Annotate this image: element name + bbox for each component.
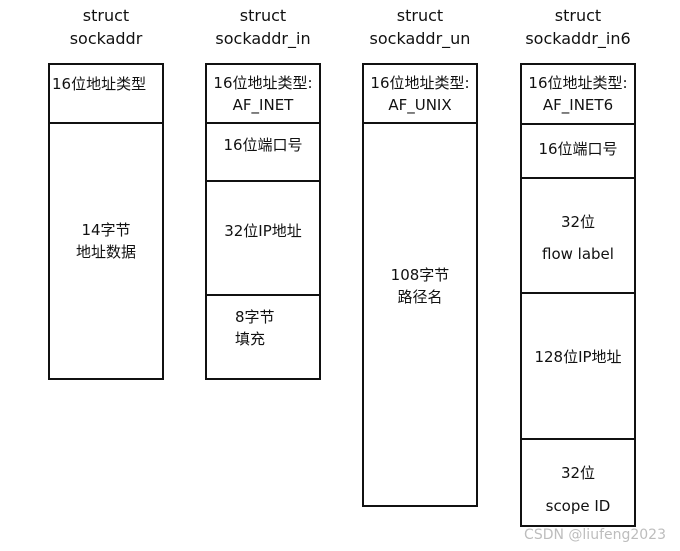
field-line2: AF_UNIX (388, 96, 452, 114)
field-line1: 32位 (560, 464, 596, 482)
field-ip-address: 128位IP地址 (522, 292, 634, 438)
title-line1: struct (396, 6, 444, 25)
field-port: 16位端口号 (522, 123, 634, 177)
field-path-name: 108字节 路径名 (364, 122, 476, 505)
title-line2: sockaddr_un (369, 29, 471, 48)
field-line2: 地址数据 (75, 243, 136, 261)
field-line1: 16位地址类型 (52, 75, 147, 93)
field-line1: 8字节 (235, 308, 275, 326)
field-line1: 14字节 (81, 221, 131, 239)
field-line1: 128位IP地址 (534, 348, 622, 366)
title-sockaddr: struct sockaddr (48, 4, 164, 50)
field-line1: 16位端口号 (538, 140, 618, 158)
title-sockaddr-un: struct sockaddr_un (362, 4, 478, 50)
field-scope-id: 32位 scope ID (522, 438, 634, 525)
title-line1: struct (239, 6, 287, 25)
struct-sockaddr-box: 16位地址类型 14字节 地址数据 (48, 63, 164, 380)
watermark: CSDN @liufeng2023 (524, 527, 666, 543)
field-line1: 16位地址类型: (213, 74, 313, 92)
field-line1: 108字节 (390, 266, 450, 284)
struct-sockaddr-un-box: 16位地址类型: AF_UNIX 108字节 路径名 (362, 63, 478, 507)
title-sockaddr-in: struct sockaddr_in (205, 4, 321, 50)
title-sockaddr-in6: struct sockaddr_in6 (520, 4, 636, 50)
field-address-data: 14字节 地址数据 (50, 122, 162, 378)
field-line1: 16位端口号 (223, 136, 303, 154)
field-address-family: 16位地址类型: AF_INET (207, 65, 319, 122)
title-line2: sockaddr (69, 29, 143, 48)
title-line1: struct (82, 6, 130, 25)
struct-sockaddr-in-box: 16位地址类型: AF_INET 16位端口号 32位IP地址 8字节 填充 (205, 63, 321, 380)
title-line2: sockaddr_in (215, 29, 311, 48)
field-line1: 32位IP地址 (224, 222, 302, 240)
field-line2: 填充 (235, 330, 266, 348)
field-line2: AF_INET6 (542, 96, 614, 114)
field-line1: 16位地址类型: (370, 74, 470, 92)
field-flow-label: 32位 flow label (522, 177, 634, 292)
field-address-family: 16位地址类型 (50, 65, 162, 122)
field-address-family: 16位地址类型: AF_INET6 (522, 65, 634, 123)
field-address-family: 16位地址类型: AF_UNIX (364, 65, 476, 122)
field-ip-address: 32位IP地址 (207, 180, 319, 294)
title-line1: struct (554, 6, 602, 25)
field-port: 16位端口号 (207, 122, 319, 180)
field-line2: scope ID (545, 497, 611, 515)
field-line1: 32位 (560, 213, 596, 231)
field-line2: flow label (542, 245, 614, 263)
title-line2: sockaddr_in6 (525, 29, 631, 48)
field-line2: AF_INET (232, 96, 294, 114)
struct-sockaddr-in6-box: 16位地址类型: AF_INET6 16位端口号 32位 flow label … (520, 63, 636, 527)
field-line2: 路径名 (397, 288, 443, 306)
field-line1: 16位地址类型: (528, 74, 628, 92)
field-padding: 8字节 填充 (207, 294, 319, 378)
